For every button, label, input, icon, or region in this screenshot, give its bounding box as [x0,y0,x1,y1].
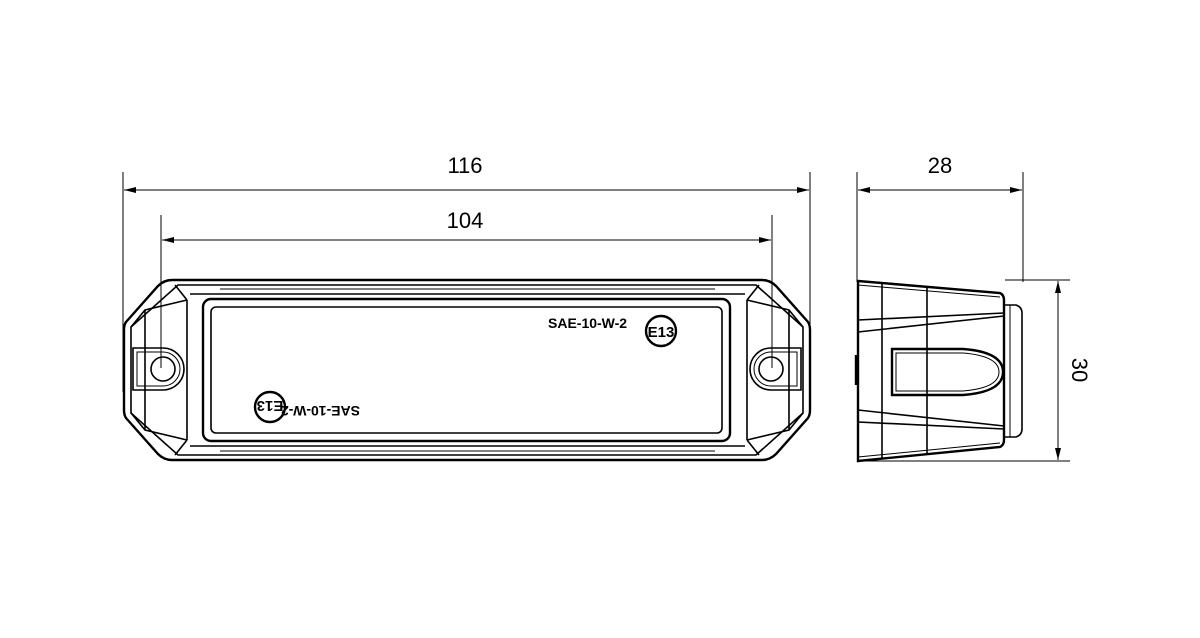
dimension-label-104: 104 [447,208,484,233]
e13-cert-icon [644,314,678,348]
mounting-hole-right [758,356,784,382]
rotated-cert: E13 [257,397,284,414]
dimension-label-28: 28 [928,153,952,178]
rotated-label: SAE-10-W-2 [281,403,360,419]
dimension-overall-length: 116 [122,153,811,392]
dimension-height: 30 [858,279,1092,462]
front-label: SAE-10-W-2 [548,315,627,331]
dimension-hole-spacing: 104 [160,208,773,368]
dimension-label-116: 116 [447,153,482,178]
side-view [854,279,1023,463]
dimension-label-30: 30 [1067,358,1092,382]
dimension-depth: 28 [856,153,1024,282]
e13-cert-rotated-icon [253,390,287,424]
front-cert: E13 [648,324,675,341]
side-clip [890,347,1005,397]
mounting-hole-left [150,356,176,382]
front-view: SAE-10-W-2 E13 SAE-10-W-2 E13 [122,278,812,462]
